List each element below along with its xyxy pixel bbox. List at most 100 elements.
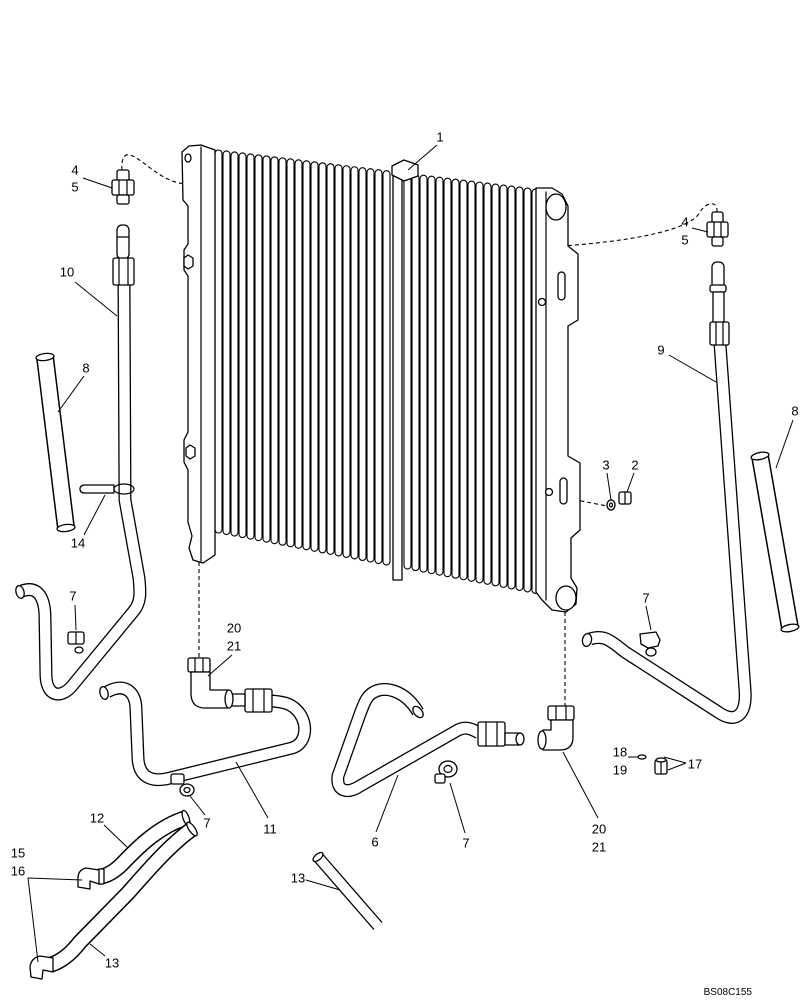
cooler-tube (435, 176, 444, 576)
elbow-fitting (77, 867, 100, 890)
cooler-tube (358, 167, 367, 562)
washer-hole (608, 502, 614, 508)
leader-line (691, 227, 709, 233)
callout-label: 13 (291, 871, 305, 886)
leader-line (667, 762, 687, 771)
fitting-end (655, 757, 667, 763)
tube-assembly (581, 261, 745, 717)
callout-label: 18 (613, 745, 627, 760)
tube (312, 851, 378, 926)
cooler-tube (318, 162, 327, 554)
tube-end (116, 224, 130, 260)
hose-open-end (99, 685, 109, 701)
fitting-nut (706, 221, 729, 238)
cooler-tube (302, 160, 311, 551)
fitting-ring (438, 760, 458, 778)
tube-bead (709, 284, 727, 293)
tube-collar (112, 257, 135, 286)
small-fitting (639, 631, 661, 657)
callout-labels: 1 4 5 4 5 10 8 9 8 3 2 14 7 7 20 21 18 1… (11, 130, 799, 971)
mounting-slot (559, 477, 568, 505)
small-fitting (170, 773, 195, 797)
cooler-tube (326, 163, 335, 555)
elbow-nut (547, 705, 575, 721)
elbow-body (190, 671, 229, 709)
cooler-tube (222, 150, 231, 536)
elbow-fitting (29, 955, 54, 980)
cooler-tube (366, 168, 375, 563)
callout-label: 7 (462, 836, 469, 851)
clamp-band (113, 483, 135, 495)
fitting-end (74, 646, 84, 654)
callout-label: 10 (60, 265, 74, 280)
cooler-tube (374, 169, 383, 565)
callout-label: 6 (371, 835, 378, 850)
dashed-connection-line (561, 203, 718, 247)
callout-label: 5 (681, 233, 688, 248)
elbow-fitting (187, 657, 234, 709)
cooler-tube (411, 173, 420, 572)
fitting-end (645, 647, 657, 657)
tube-body (590, 344, 745, 717)
tube-assembly (15, 224, 139, 694)
cooler-tube (443, 177, 452, 578)
cooler-tube (499, 184, 508, 588)
cooler-tube (382, 170, 391, 566)
hose-assembly (338, 689, 525, 790)
fitting-stem (116, 194, 130, 205)
fitting-body (434, 773, 446, 784)
plug-fitting (606, 491, 632, 511)
cooler-tube (262, 155, 271, 543)
callout-label: 17 (688, 757, 702, 772)
elbow-nut (187, 657, 211, 673)
dashed-connection-line (121, 154, 187, 185)
callout-label: 20 (592, 822, 606, 837)
hose-body (338, 689, 479, 790)
mounting-hole (184, 153, 192, 163)
callout-label: 13 (105, 956, 119, 971)
callout-label: 12 (90, 811, 104, 826)
clamp-tab (79, 484, 115, 494)
core-center-divider (392, 167, 403, 581)
tube (750, 451, 800, 633)
drawing-id: BS08C155 (704, 987, 753, 998)
cooler-tube (475, 181, 484, 584)
fitting-stem (711, 236, 724, 247)
leader-line (645, 605, 652, 631)
tube-open-end (15, 584, 25, 600)
cooler-tube (286, 158, 295, 548)
tube-body (45, 357, 66, 528)
hose-nut (244, 688, 273, 713)
leader-line (668, 354, 717, 383)
leader-line (407, 144, 438, 171)
tube-open-end (56, 523, 76, 533)
leader-line (74, 604, 77, 631)
cooler-core (214, 149, 540, 595)
leader-line (27, 877, 39, 963)
callout-label: 2 (631, 458, 638, 473)
cooler-tube (334, 164, 343, 557)
cooler-tube (483, 182, 492, 585)
fitting (111, 169, 135, 205)
washer (606, 499, 616, 511)
tube (35, 352, 76, 533)
leader-line (562, 751, 599, 819)
pin (637, 754, 647, 760)
leader-line (606, 472, 612, 501)
cooler-tube (238, 152, 247, 539)
tube-open-end (35, 352, 55, 362)
small-fitting (434, 760, 458, 784)
cooler-tube (419, 174, 428, 573)
tank-end-cap (555, 585, 577, 611)
tube-open-end (312, 851, 324, 863)
leader-line (305, 879, 341, 891)
cooler-tube (278, 157, 287, 546)
leader-line (775, 419, 794, 469)
leader-line (189, 795, 206, 816)
hose-assembly (29, 821, 199, 980)
cooler-tube (310, 161, 319, 552)
fitting-ring (179, 783, 195, 797)
leader-line (207, 654, 233, 677)
callout-label: 9 (657, 343, 664, 358)
